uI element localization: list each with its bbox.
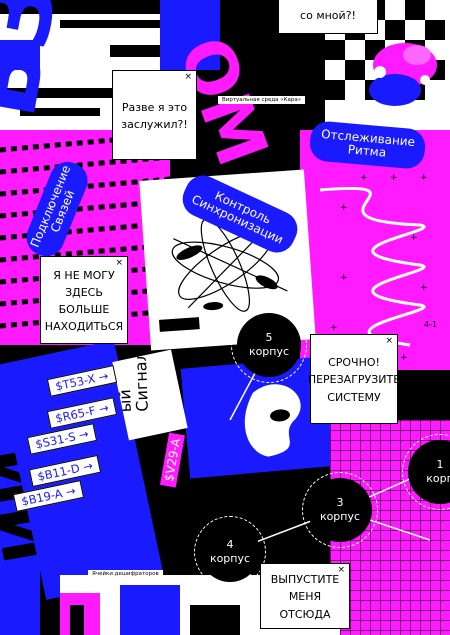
svg-text:+: +: [420, 173, 428, 183]
arrow-right-icon: →: [97, 400, 110, 417]
dialog-ne-mogu: × Я НЕ МОГУ ЗДЕСЬ БОЛЬШЕ НАХОДИТЬСЯ: [40, 256, 128, 344]
dialog-vypustite: × ВЫПУСТИТЕ МЕНЯ ОТСЮДА: [260, 563, 350, 629]
svg-text:+: +: [420, 283, 428, 293]
node-korpus-1[interactable]: 1 корп: [402, 434, 450, 510]
svg-text:+: +: [330, 323, 338, 333]
node-korpus-3[interactable]: 3 корпус: [302, 472, 378, 548]
svg-text:+: +: [410, 233, 418, 243]
svg-text:+: +: [340, 273, 348, 283]
close-icon[interactable]: ×: [385, 336, 393, 346]
close-icon[interactable]: ×: [337, 565, 345, 575]
dialog-text: Разве я это заслужил?!: [121, 100, 188, 131]
dialog-text: ВЫПУСТИТЕ МЕНЯ ОТСЮДА: [270, 573, 340, 621]
dialog-top-right: со мной?!: [278, 0, 378, 34]
node-korpus-4[interactable]: 4 корпус: [194, 516, 266, 588]
svg-text:+: +: [340, 203, 348, 213]
dialog-text: СРОЧНО! ПЕРЕЗАГРУЗИТЕ СИСТЕМУ: [307, 356, 401, 404]
arrow-right-icon: →: [97, 368, 110, 385]
arrow-right-icon: →: [77, 426, 90, 443]
dialog-srochno: × СРОЧНО! ПЕРЕЗАГРУЗИТЕ СИСТЕМУ: [307, 334, 401, 424]
close-icon[interactable]: ×: [115, 258, 123, 268]
label-virtual-env: Виртуальная среда «Кара»: [218, 96, 306, 104]
svg-text:+: +: [400, 353, 408, 363]
magenta-panel-right: + + + + + + + + +: [300, 130, 450, 370]
close-icon[interactable]: ×: [184, 72, 192, 82]
dialog-text: со мной?!: [300, 9, 356, 23]
svg-text:+: +: [390, 173, 398, 183]
svg-text:+: +: [360, 173, 368, 183]
node-korpus-5[interactable]: 5 корпус: [231, 307, 307, 383]
blue-panel-center: [180, 351, 390, 479]
label-cell-indicator: Ячейки дешифраторов: [88, 570, 163, 578]
abstract-panel-center: [139, 169, 316, 351]
arrow-right-icon: →: [81, 458, 94, 475]
glitch-panel-top-left: [0, 0, 170, 130]
dialog-text: Я НЕ МОГУ ЗДЕСЬ БОЛЬШЕ НАХОДИТЬСЯ: [44, 268, 124, 334]
arrow-right-icon: →: [64, 483, 77, 500]
label-num-top: 4-1: [424, 320, 438, 329]
dialog-zasluzhil: × Разве я это заслужил?!: [112, 70, 197, 160]
